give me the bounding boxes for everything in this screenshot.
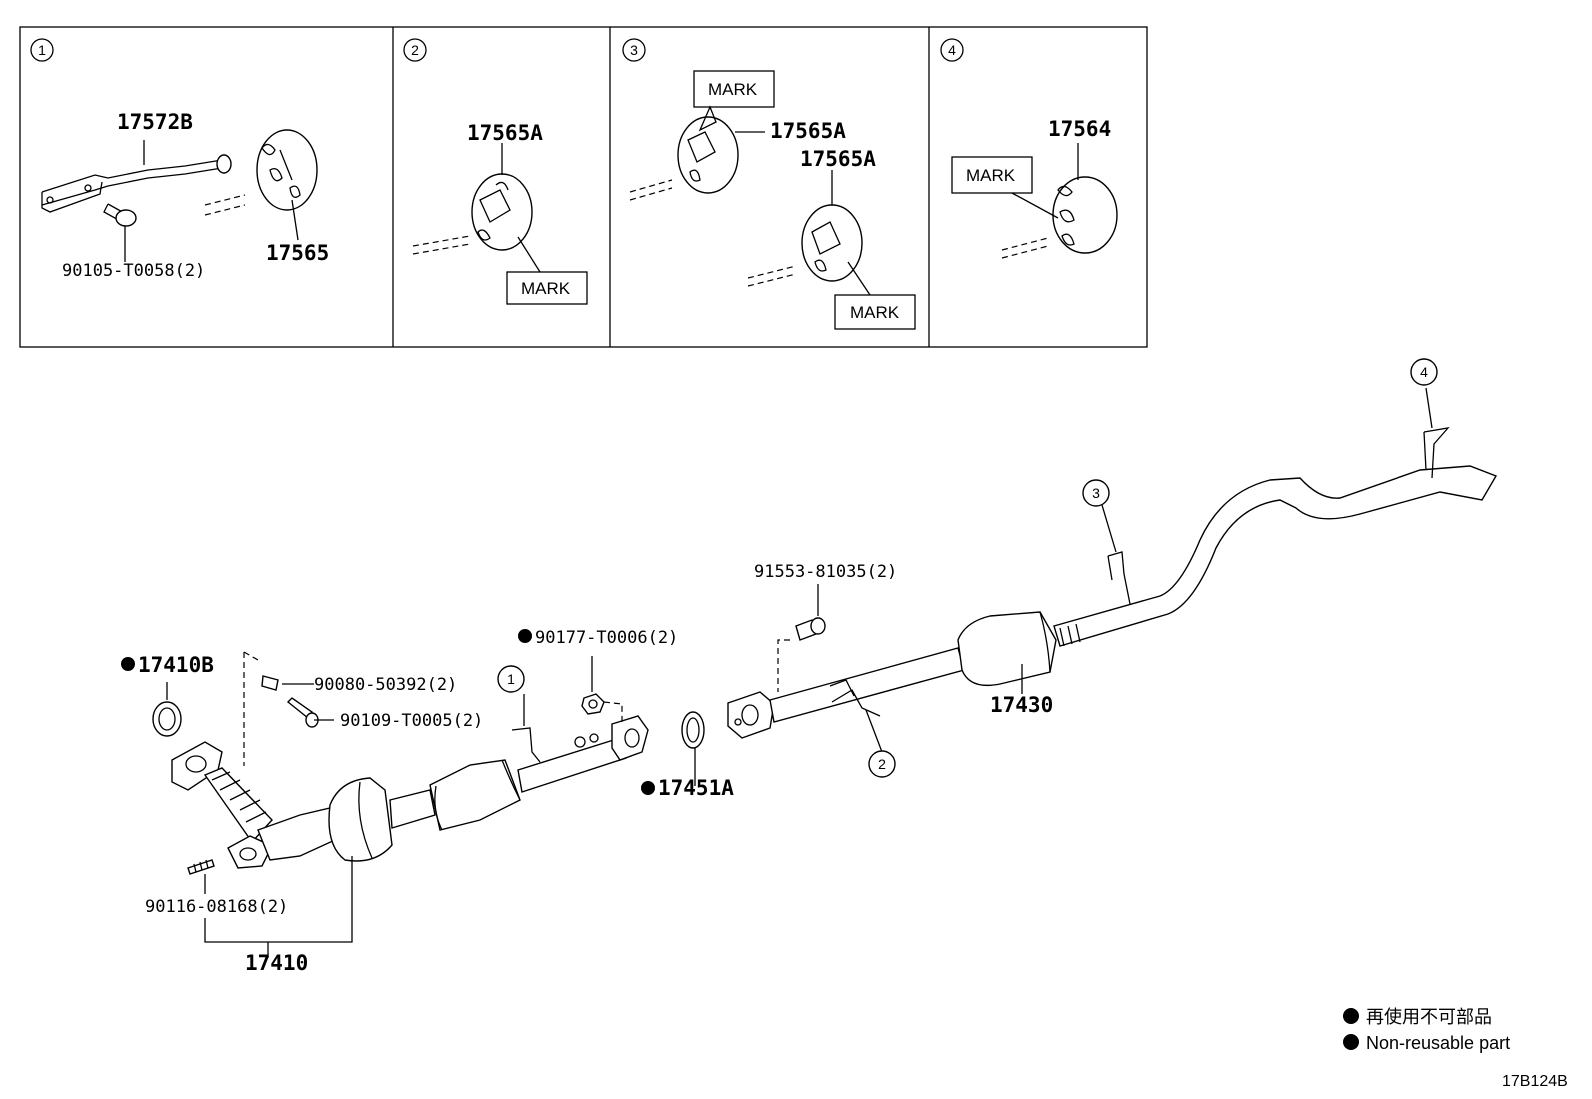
part-label-17565: 17565 [266, 241, 329, 265]
legend-bullet-en [1343, 1034, 1359, 1050]
front-pipe-assembly [152, 651, 649, 958]
legend-bullet-jp [1343, 1008, 1359, 1024]
part-label-17564: 17564 [1048, 117, 1111, 141]
part-label-17430: 17430 [990, 693, 1053, 717]
detail-panel-2: 2 MARK 17565A [403, 38, 588, 305]
legend: 再使用不可部品 Non-reusable part [1343, 1007, 1510, 1053]
diagram-code: 17B124B [1502, 1073, 1568, 1090]
panel-number-3: 3 [630, 42, 638, 58]
part-label-17572b: 17572B [117, 110, 193, 134]
part-label-91553-81035: 91553-81035(2) [754, 562, 897, 582]
panel-number-1: 1 [38, 42, 46, 58]
detail-panel-4: 4 MARK 17564 [940, 38, 1118, 259]
main-part-labels: 17410B 90080-50392(2) 90109-T0005(2) 901… [121, 562, 1053, 975]
part-label-90116-08168: 90116-08168(2) [145, 897, 288, 917]
panel-number-2: 2 [411, 42, 419, 58]
part-label-90109-t0005: 90109-T0005(2) [340, 711, 483, 731]
part-label-17565a-p3b: 17565A [800, 147, 876, 171]
mark-label-panel-2: MARK [521, 279, 571, 298]
callouts: 1 2 3 4 [497, 358, 1438, 778]
mark-label-panel-3b: MARK [850, 303, 900, 322]
part-label-90177-t0006: 90177-T0006(2) [535, 628, 678, 648]
detail-panel-3: 3 MARK 17565A MARK 17565A [622, 38, 916, 330]
part-label-17451a: 17451A [658, 776, 734, 800]
part-label-90080-50392: 90080-50392(2) [314, 675, 457, 695]
part-label-17565a-p3a: 17565A [770, 119, 846, 143]
legend-text-en: Non-reusable part [1366, 1033, 1510, 1053]
detail-panels-frame [19, 26, 1148, 348]
callout-3: 3 [1092, 485, 1100, 501]
mark-label-panel-4: MARK [966, 166, 1016, 185]
callout-1: 1 [507, 671, 515, 687]
part-label-17410: 17410 [245, 951, 308, 975]
part-label-90105-t0058: 90105-T0058(2) [62, 261, 205, 281]
callout-4: 4 [1420, 364, 1428, 380]
panel-number-4: 4 [948, 42, 956, 58]
tailpipe-assembly [727, 387, 1498, 753]
callout-2: 2 [878, 756, 886, 772]
center-gasket [681, 711, 705, 786]
detail-panel-1: 1 17572B 90105-T0058(2) 17565 [30, 38, 329, 281]
legend-text-jp: 再使用不可部品 [1366, 1007, 1492, 1027]
part-label-17410b: 17410B [138, 653, 214, 677]
part-label-17565a-p2: 17565A [467, 121, 543, 145]
mark-label-panel-3a: MARK [708, 80, 758, 99]
